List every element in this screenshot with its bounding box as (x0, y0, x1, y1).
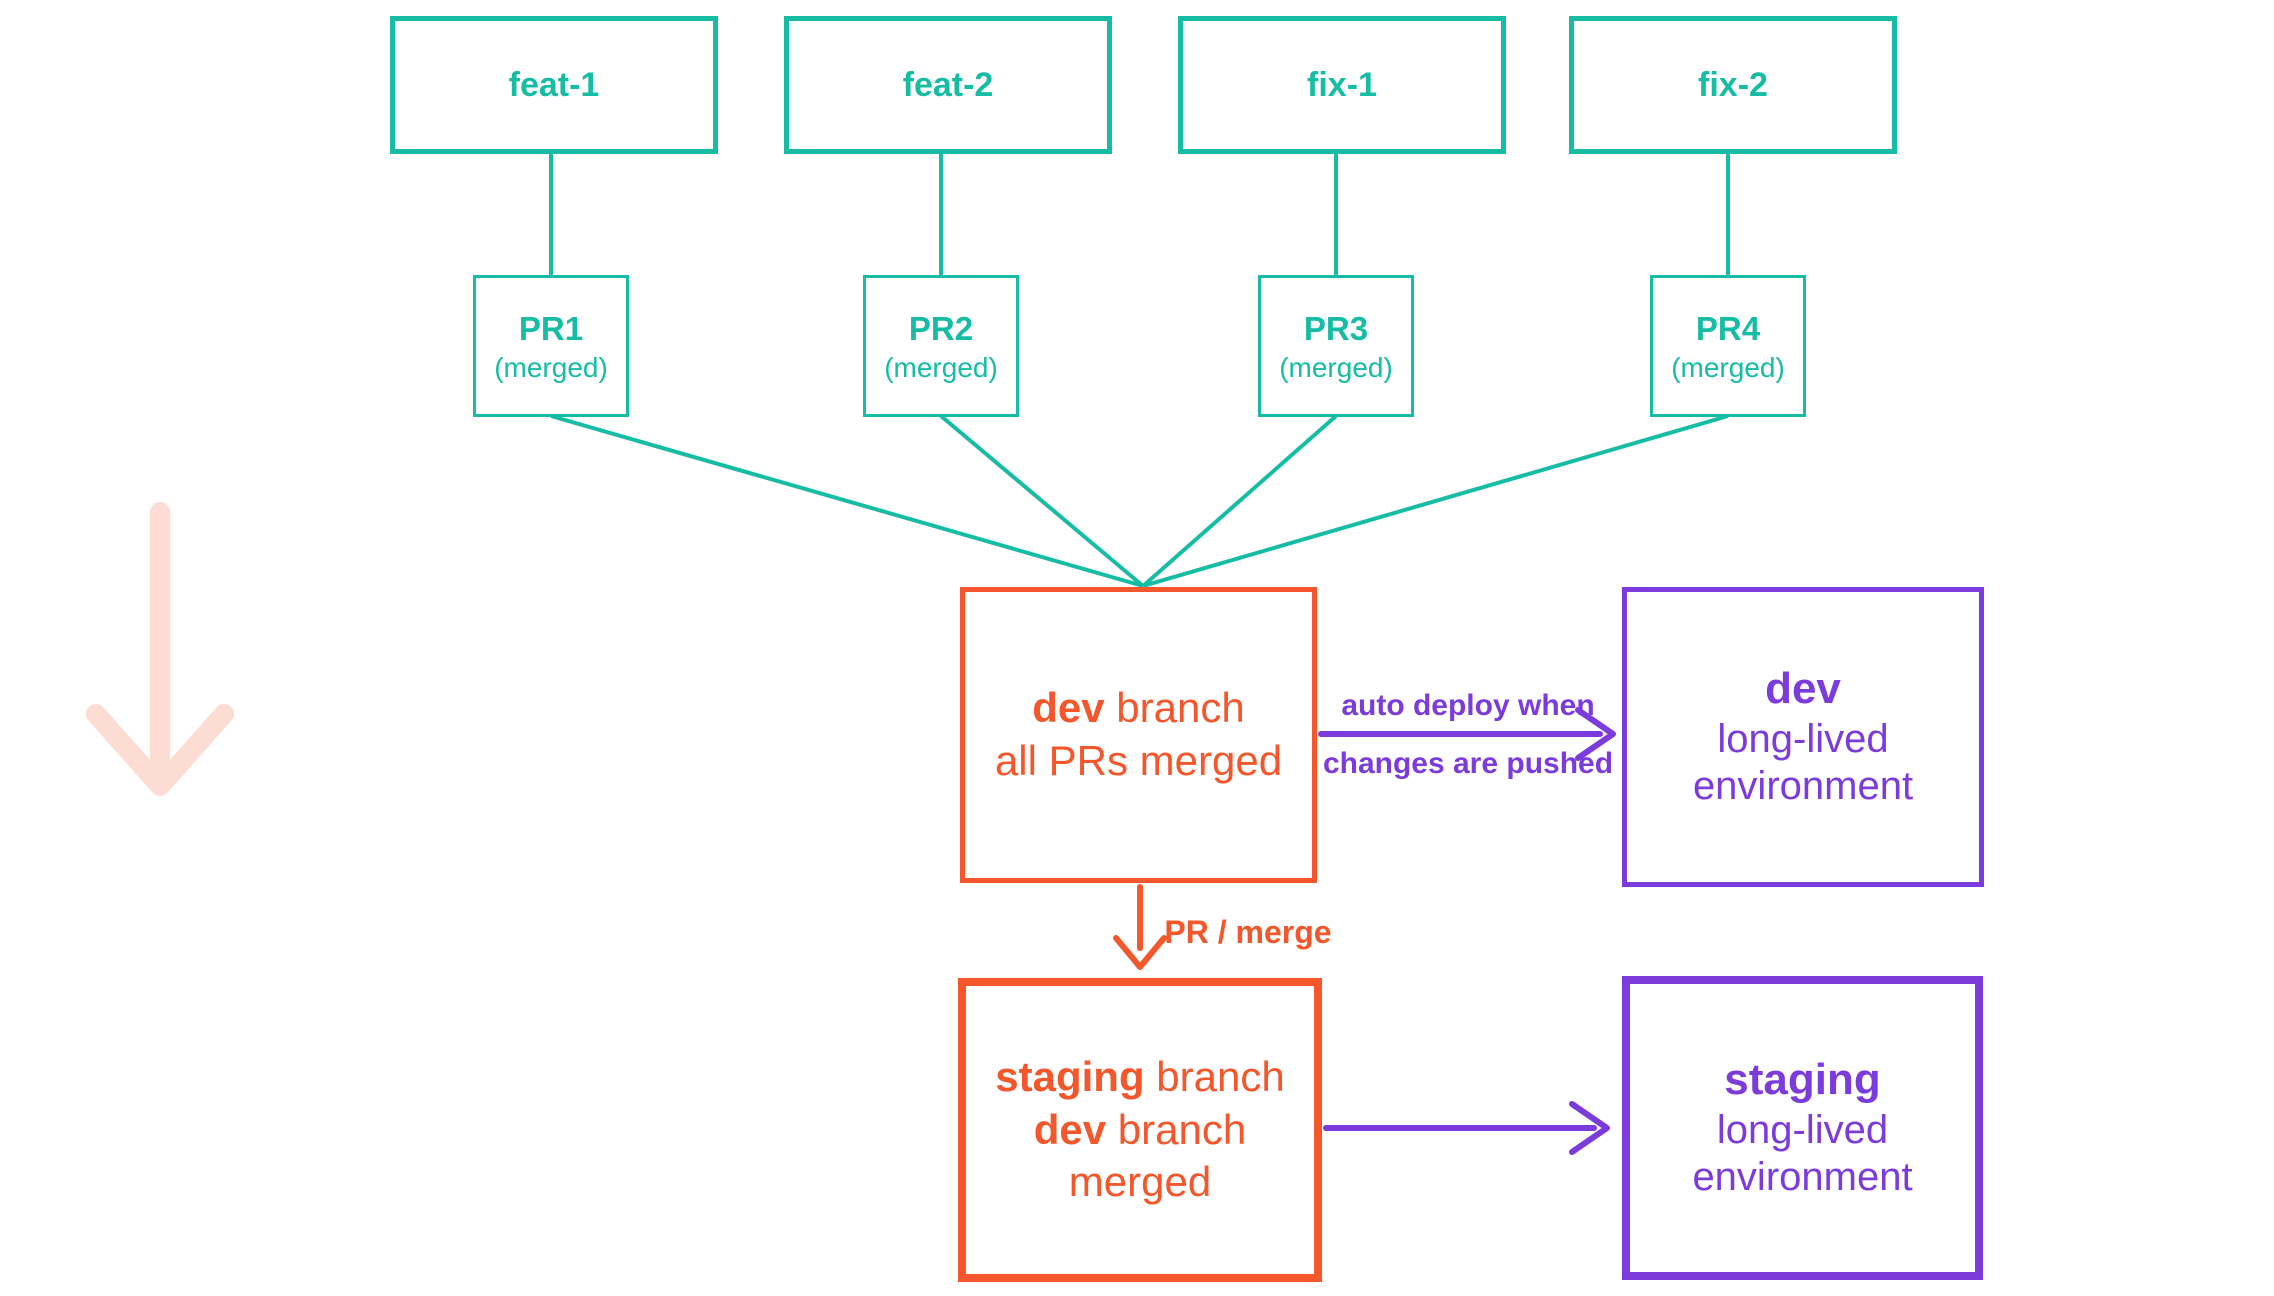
down-arrow-icon (86, 502, 234, 796)
pr-title: PR2 (908, 309, 974, 347)
node-pr1: PR1 (merged) (473, 275, 629, 417)
branch-label: feat-1 (508, 65, 600, 104)
merge-line-pr3-dev (1141, 414, 1338, 588)
branch-label: fix-2 (1698, 65, 1768, 104)
node-dev-branch: dev branch all PRs merged (960, 587, 1317, 883)
dev-env-line2: environment (1692, 764, 1914, 809)
node-pr4: PR4 (merged) (1650, 275, 1806, 417)
staging-branch-subtitle: dev branch merged (1033, 1105, 1247, 1206)
node-staging-environment: staging long-lived environment (1622, 976, 1983, 1280)
pr-status: (merged) (884, 351, 998, 383)
pr-title: PR3 (1303, 309, 1369, 347)
staging-branch-title: staging branch (995, 1052, 1285, 1100)
dev-branch-subtitle: all PRs merged (994, 737, 1283, 784)
arrow-staging-to-stagingenv (1323, 1101, 1610, 1155)
dev-env-line1: long-lived (1717, 717, 1889, 762)
dev-env-title: dev (1765, 664, 1841, 714)
staging-env-line2: environment (1692, 1155, 1913, 1200)
pr-title: PR4 (1695, 309, 1761, 347)
node-dev-environment: dev long-lived environment (1622, 587, 1984, 887)
merge-line-pr1-dev (550, 414, 1144, 588)
pr-status: (merged) (494, 351, 608, 383)
node-branch-fix-2: fix-2 (1569, 16, 1897, 154)
pr-title: PR1 (518, 309, 584, 347)
pr-status: (merged) (1671, 351, 1785, 383)
staging-env-title: staging (1724, 1055, 1881, 1105)
node-branch-feat-1: feat-1 (390, 16, 718, 154)
dev-branch-title: dev branch (1032, 684, 1245, 732)
branch-label: feat-2 (902, 65, 994, 104)
node-branch-feat-2: feat-2 (784, 16, 1112, 154)
pr-status: (merged) (1279, 351, 1393, 383)
arrow-dev-to-devenv (1318, 707, 1616, 761)
merge-line-pr2-dev (939, 414, 1145, 588)
node-staging-branch: staging branch dev branch merged (958, 978, 1322, 1282)
node-branch-fix-1: fix-1 (1178, 16, 1506, 154)
node-pr2: PR2 (merged) (863, 275, 1019, 417)
merge-line-pr4-dev (1142, 414, 1729, 588)
branch-label: fix-1 (1307, 65, 1377, 104)
auto-deploy-label-line2: changes are pushed (1322, 747, 1614, 780)
node-pr3: PR3 (merged) (1258, 275, 1414, 417)
arrow-dev-to-staging (1113, 884, 1167, 970)
staging-env-line1: long-lived (1716, 1108, 1889, 1153)
pr-merge-label: PR / merge (1164, 914, 1332, 950)
auto-deploy-label-line1: auto deploy when (1341, 689, 1595, 722)
